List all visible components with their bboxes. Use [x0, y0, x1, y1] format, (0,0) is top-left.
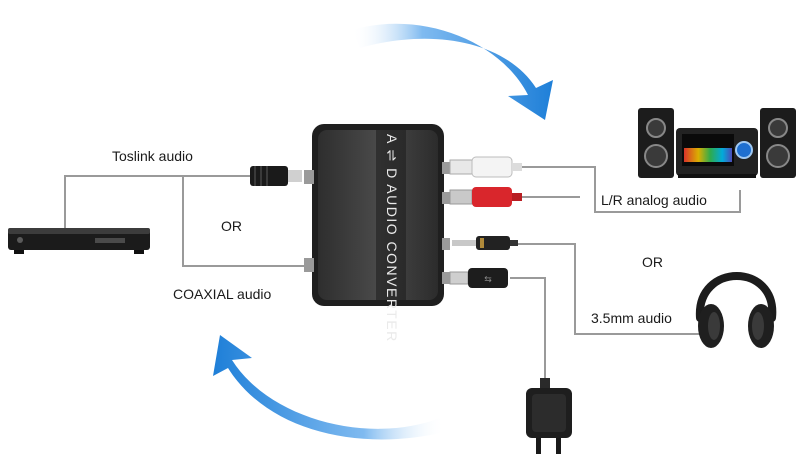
headphones-icon [695, 272, 777, 348]
label-or-right: OR [642, 254, 663, 270]
rca-red-plug-icon [449, 187, 522, 207]
usb-plug-icon: ⇆ [449, 268, 508, 288]
flow-arrow-top [352, 23, 553, 121]
label-35mm-audio: 3.5mm audio [591, 310, 672, 326]
rca-white-plug-icon [449, 156, 522, 178]
power-adapter-icon [526, 378, 572, 454]
svg-text:⇆: ⇆ [484, 275, 492, 285]
speaker-system-icon [638, 108, 796, 178]
jack-35mm-plug-icon [452, 236, 518, 250]
label-coaxial-audio: COAXIAL audio [173, 286, 272, 302]
label-toslink-audio: Toslink audio [112, 148, 193, 164]
converter-title: A ⇌ D AUDIO CONVERTER [384, 134, 400, 343]
label-lr-analog-audio: L/R analog audio [601, 192, 707, 208]
label-or-left: OR [221, 218, 242, 234]
flow-arrow-bottom [213, 335, 445, 440]
cables [64, 166, 741, 378]
dvd-player-icon [8, 228, 150, 254]
toslink-plug-icon [250, 166, 302, 186]
audio-converter-device [304, 124, 450, 306]
